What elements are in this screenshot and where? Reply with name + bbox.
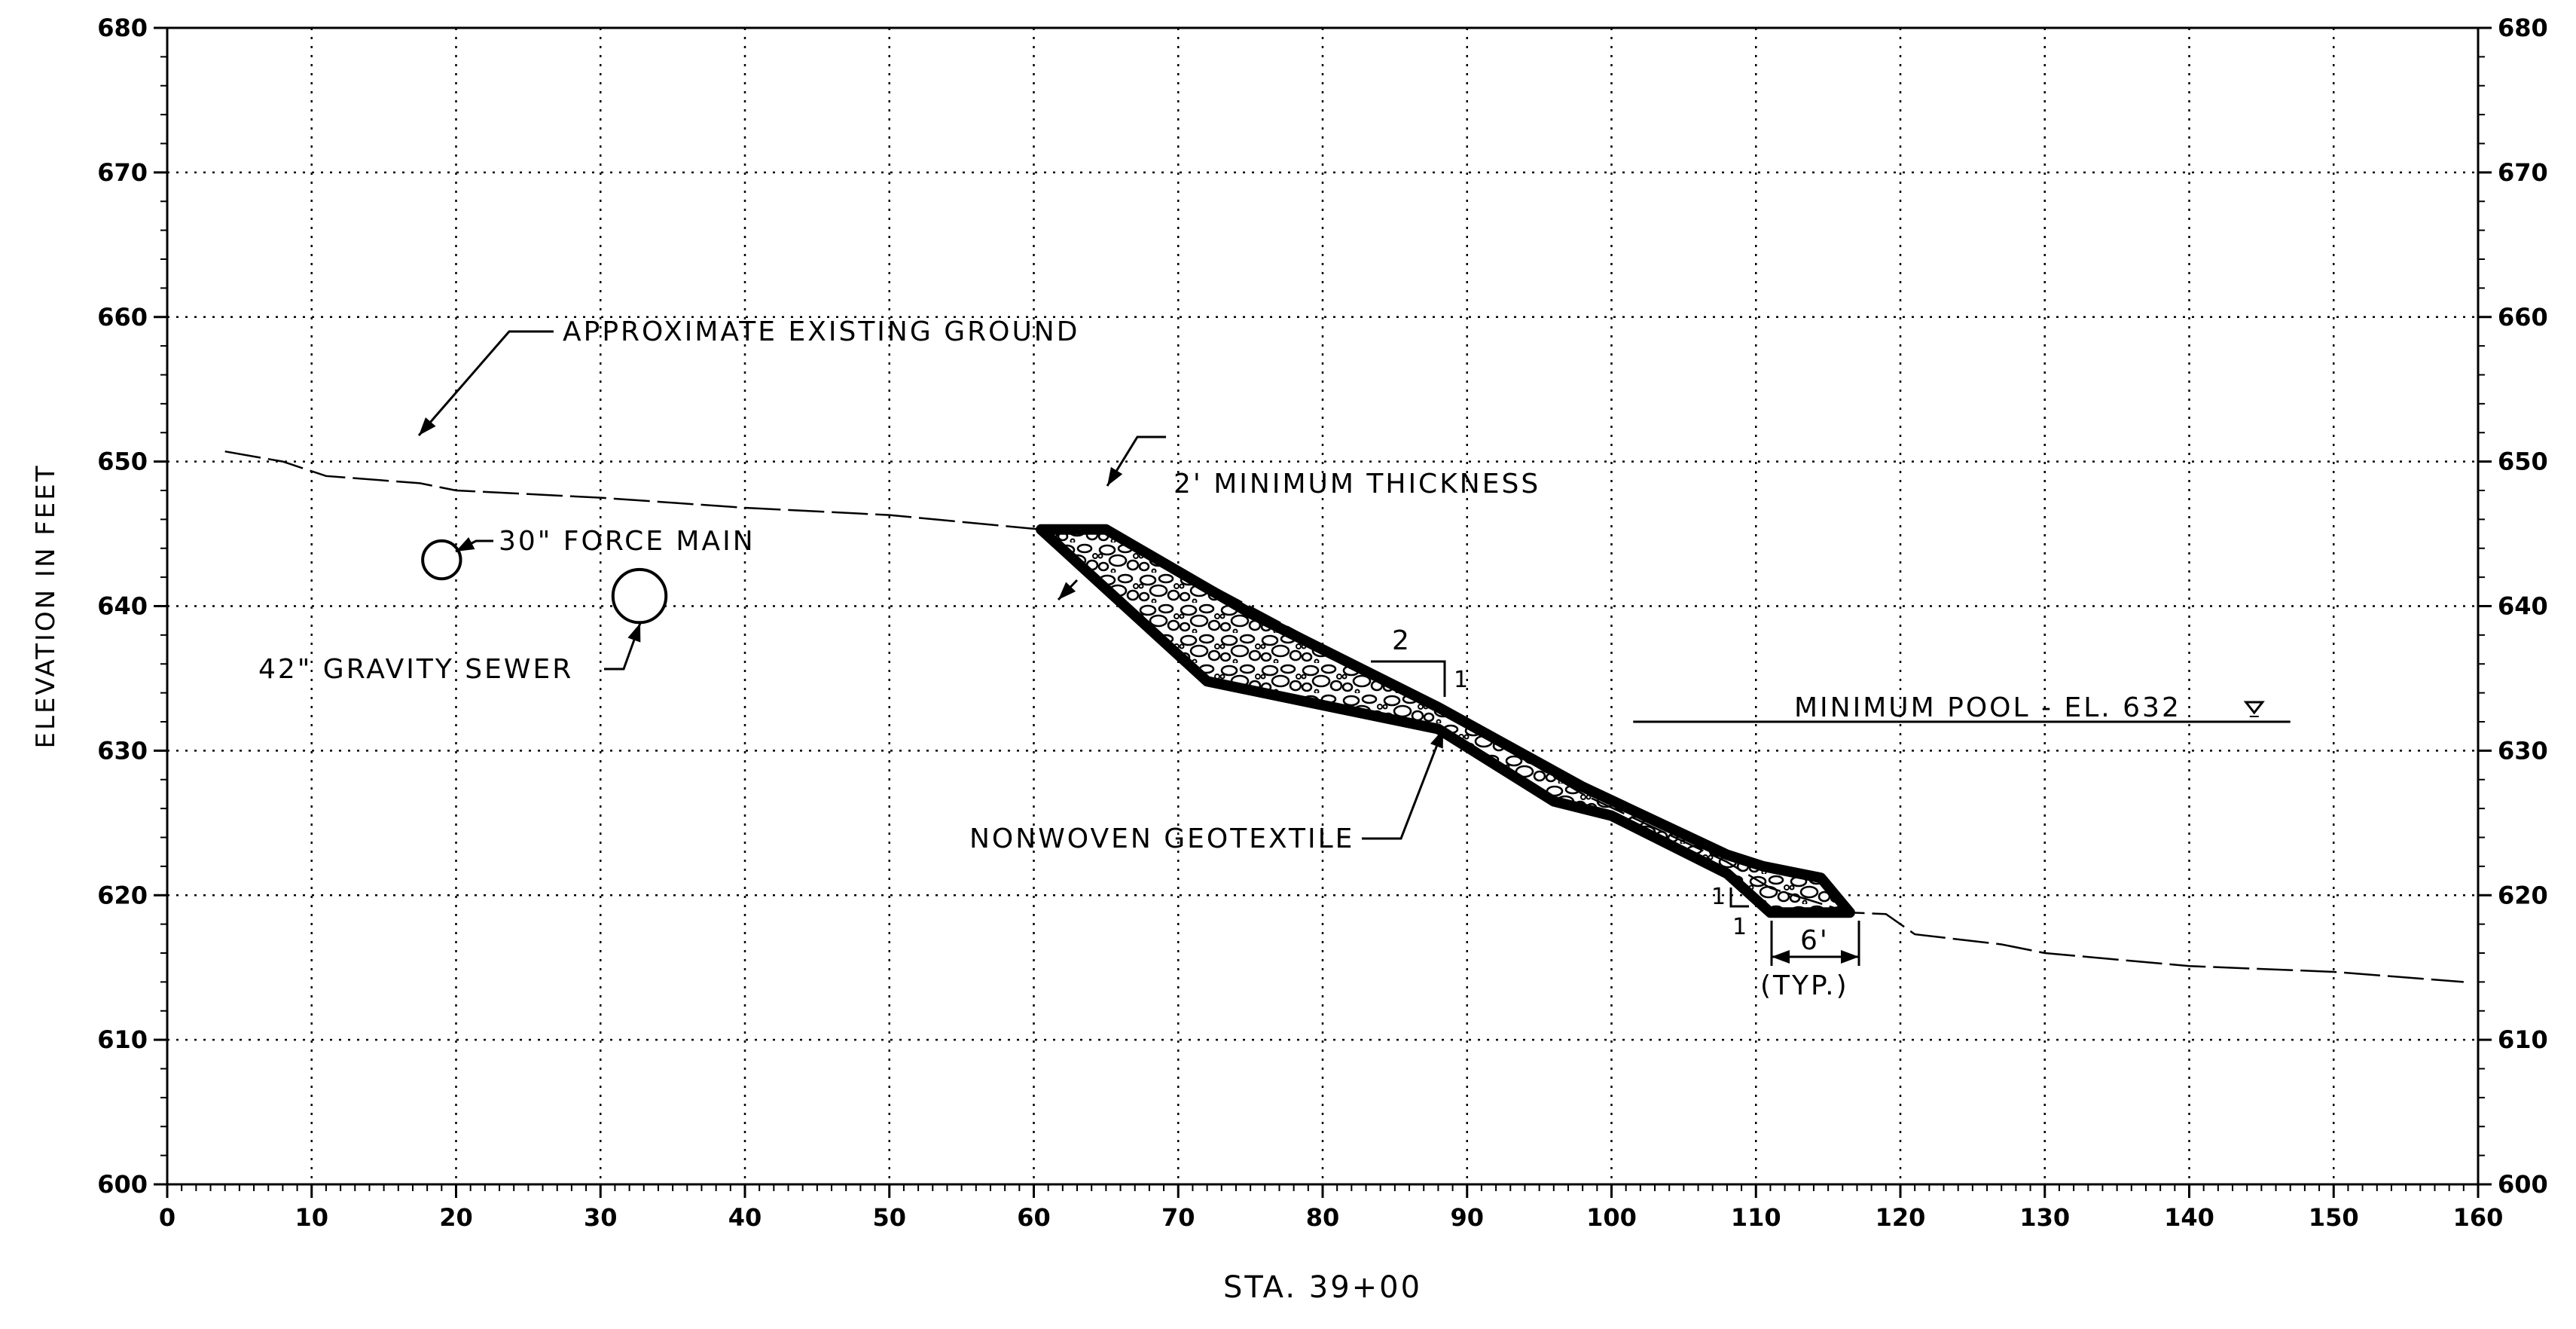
y-tick-label-right: 620 <box>2498 881 2548 909</box>
toe-slope-marker <box>1729 888 1749 908</box>
y-tick-label-left: 660 <box>97 303 148 331</box>
leader-lines <box>417 330 1860 966</box>
label-minimum-pool: MINIMUM POOL - EL. 632 <box>1794 692 2181 723</box>
water-level <box>1633 701 2291 723</box>
x-tick-label: 100 <box>1586 1203 1637 1232</box>
toe-slope-label-b: 1 <box>1732 914 1749 940</box>
x-tick-label: 80 <box>1306 1203 1340 1232</box>
label-existing-ground: APPROXIMATE EXISTING GROUND <box>563 316 1079 347</box>
x-tick-labels: 0 10 20 30 40 50 60 70 80 90 100 110 120 130 140 150 160 <box>159 1203 2504 1232</box>
x-axis-title: STA. 39+00 <box>1223 1270 1422 1305</box>
x-tick-label: 120 <box>1876 1203 1926 1232</box>
y-tick-label-right: 640 <box>2498 592 2548 621</box>
arrow-min-thickness-lower <box>1058 582 1076 600</box>
x-tick-label: 110 <box>1731 1203 1781 1232</box>
riprap-section <box>1036 524 1855 918</box>
x-tick-label: 50 <box>872 1203 906 1232</box>
toe-width-label: 6' <box>1800 925 1830 956</box>
y-tick-label-right: 680 <box>2498 14 2548 42</box>
existing-ground-series <box>224 450 2464 983</box>
dim-arrow-left <box>1772 950 1790 964</box>
riprap-fill <box>1036 524 1855 918</box>
arrow-geotextile <box>1430 729 1443 749</box>
force-main-pipe <box>421 539 462 581</box>
slope-rise-label: 1 <box>1454 667 1470 693</box>
x-tick-label: 140 <box>2164 1203 2214 1232</box>
pipes <box>421 539 668 625</box>
gravity-sewer-pipe <box>611 567 668 625</box>
y-tick-label-left: 610 <box>97 1025 148 1054</box>
x-tick-label: 70 <box>1161 1203 1195 1232</box>
y-tick-label-right: 600 <box>2498 1170 2548 1199</box>
y-tick-label-right: 660 <box>2498 303 2548 331</box>
y-tick-label-left: 600 <box>97 1170 148 1199</box>
slope-triangle <box>1371 660 1446 697</box>
toe-slope-label-a: 1 <box>1711 884 1728 910</box>
leader-min-thickness <box>1106 435 1166 487</box>
y-tick-labels: 600 600 610 610 620 620 630 630 640 640 650 650 660 6… <box>97 14 2548 1199</box>
existing-ground-line <box>224 450 2464 983</box>
toe-typ-label: (TYP.) <box>1760 970 1849 1001</box>
x-tick-label: 10 <box>295 1203 328 1232</box>
x-tick-label: 30 <box>584 1203 618 1232</box>
arrow-min-thickness <box>1107 466 1123 486</box>
x-tick-label: 20 <box>439 1203 473 1232</box>
x-tick-label: 150 <box>2309 1203 2359 1232</box>
y-tick-label-left: 670 <box>97 158 148 187</box>
y-tick-label-left: 630 <box>97 736 148 765</box>
y-tick-label-right: 630 <box>2498 736 2548 765</box>
label-geotextile: NONWOVEN GEOTEXTILE <box>969 823 1354 854</box>
arrow-existing-ground <box>419 417 436 435</box>
tick-marks <box>154 26 2492 1198</box>
water-level-icon <box>2243 701 2265 715</box>
x-tick-label: 130 <box>2019 1203 2070 1232</box>
x-tick-label: 90 <box>1450 1203 1484 1232</box>
leader-existing-ground <box>417 330 554 436</box>
y-tick-label-left: 640 <box>97 592 148 621</box>
grid-lines <box>167 28 2478 1184</box>
y-tick-label-right: 650 <box>2498 448 2548 476</box>
label-gravity-sewer: 42" GRAVITY SEWER <box>258 654 573 685</box>
y-tick-label-left: 680 <box>97 14 148 42</box>
x-tick-label: 0 <box>159 1203 175 1232</box>
label-force-main: 30" FORCE MAIN <box>499 526 755 557</box>
y-axis-title: ELEVATION IN FEET <box>31 464 61 749</box>
y-tick-label-left: 650 <box>97 448 148 476</box>
dim-arrow-right <box>1841 950 1859 964</box>
arrow-gravity-sewer <box>627 623 641 643</box>
slope-run-label: 2 <box>1392 625 1412 656</box>
leader-geotextile <box>1362 729 1445 840</box>
y-tick-label-right: 610 <box>2498 1025 2548 1054</box>
x-tick-label: 60 <box>1017 1203 1051 1232</box>
arrow-force-main <box>456 536 475 551</box>
x-tick-label: 40 <box>728 1203 762 1232</box>
label-minimum-thickness: 2' MINIMUM THICKNESS <box>1174 469 1540 500</box>
x-tick-label: 160 <box>2453 1203 2504 1232</box>
y-tick-label-right: 670 <box>2498 158 2548 187</box>
y-tick-label-left: 620 <box>97 881 148 909</box>
